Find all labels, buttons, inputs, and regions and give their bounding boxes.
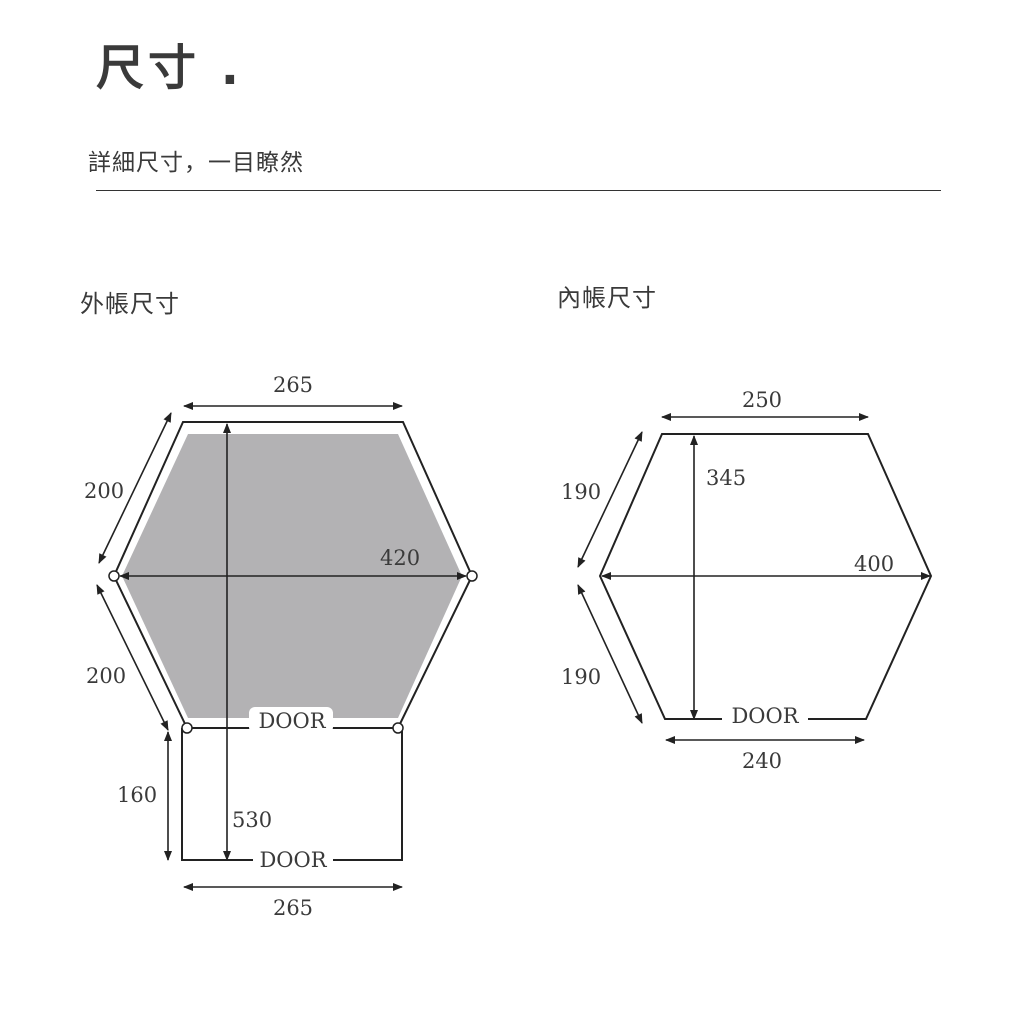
page-title: 尺寸 . — [96, 40, 243, 96]
outer-lower-side-arrow — [96, 584, 169, 731]
inner-lower-side-label: 190 — [561, 665, 601, 689]
outer-door-inner-label: DOOR — [258, 709, 326, 733]
inner-bottom-width-label: 240 — [742, 749, 782, 773]
outer-tent-diagram: 265 200 420 200 DOOR 160 530 DOOR 265 — [84, 373, 478, 920]
inner-tent-outline — [598, 433, 933, 720]
outer-door-inner-bg — [249, 707, 333, 733]
outer-door-outer-bg — [253, 849, 333, 871]
outer-vestibule-depth-label: 160 — [117, 783, 157, 807]
inner-tent-title: 內帳尺寸 — [557, 284, 657, 312]
inner-upper-side-arrow — [577, 431, 643, 568]
inner-length-label: 345 — [706, 466, 746, 490]
outer-bottom-width-label: 265 — [273, 896, 313, 920]
outer-tent-vestibule — [181, 728, 403, 861]
inner-top-width-label: 250 — [742, 388, 782, 412]
inner-door-bg — [722, 706, 808, 730]
outer-full-width-label: 420 — [380, 546, 420, 570]
outer-upper-side-arrow — [98, 412, 172, 564]
pole-ring-right — [466, 570, 478, 582]
inner-upper-side-label: 190 — [561, 480, 601, 504]
outer-upper-side-label: 200 — [84, 479, 124, 503]
inner-lower-side-arrow — [577, 584, 643, 724]
outer-door-outer-label: DOOR — [259, 848, 327, 872]
outer-tent-title: 外帳尺寸 — [80, 290, 180, 318]
pole-ring-left — [108, 570, 120, 582]
outer-top-width-label: 265 — [273, 373, 313, 397]
outer-total-length-label: 530 — [232, 808, 272, 832]
inner-tent-diagram: 250 345 190 400 190 DOOR 240 — [561, 388, 933, 773]
inner-door-label: DOOR — [731, 704, 799, 728]
header-divider — [96, 190, 941, 191]
pole-ring-bottom-left — [181, 722, 193, 734]
pole-ring-bottom-right — [392, 722, 404, 734]
inner-full-width-label: 400 — [854, 552, 894, 576]
outer-lower-side-label: 200 — [86, 664, 126, 688]
page-subtitle: 詳細尺寸，一目瞭然 — [88, 150, 304, 176]
